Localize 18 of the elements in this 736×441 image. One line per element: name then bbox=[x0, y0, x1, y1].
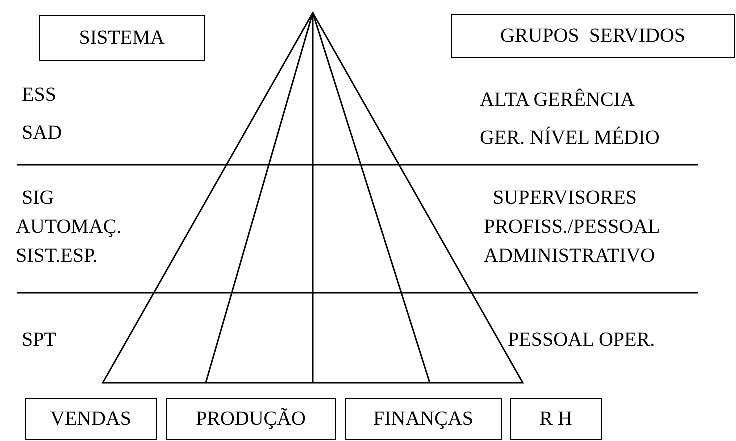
level-label: ADMINISTRATIVO bbox=[484, 246, 656, 266]
level-label: SIG bbox=[22, 188, 54, 208]
level-label: PESSOAL OPER. bbox=[508, 330, 656, 350]
level-label: GER. NÍVEL MÉDIO bbox=[480, 128, 660, 148]
level-label: SAD bbox=[22, 123, 62, 143]
label-box: VENDAS bbox=[25, 398, 157, 440]
level-label: SPT bbox=[22, 330, 56, 350]
label-box: GRUPOS SERVIDOS bbox=[451, 14, 735, 58]
level-label: ALTA GERÊNCIA bbox=[480, 90, 635, 110]
level-label: ESS bbox=[22, 85, 56, 105]
level-label: SUPERVISORES bbox=[493, 188, 637, 208]
level-label: PROFISS./PESSOAL bbox=[484, 217, 660, 237]
label-box: R H bbox=[510, 398, 602, 440]
level-label: SIST.ESP. bbox=[16, 246, 98, 266]
level-label: AUTOMAÇ. bbox=[16, 217, 122, 237]
label-box: PRODUÇÃO bbox=[166, 398, 336, 440]
label-box: FINANÇAS bbox=[345, 398, 502, 440]
label-box: SISTEMA bbox=[39, 15, 205, 61]
